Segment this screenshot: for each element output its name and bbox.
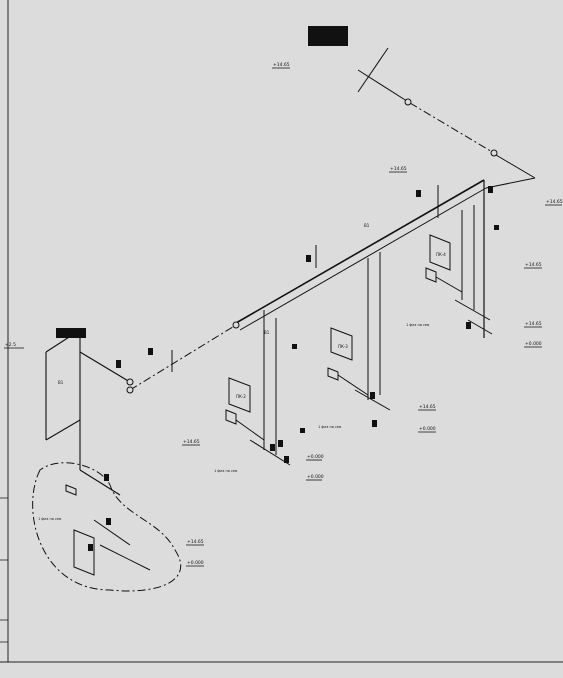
note-text: 1 фаз по сев — [214, 469, 237, 473]
elevation-label: +14.65 — [525, 321, 542, 327]
note-text: 1 фаз по сев — [406, 323, 429, 327]
main-pipe-run — [235, 154, 536, 338]
vertical-drops — [171, 185, 475, 455]
left-riser — [45, 329, 131, 496]
elevation-label: +0.000 — [307, 454, 324, 460]
pipe-label: В1 — [264, 330, 270, 335]
tag-blocks — [56, 26, 499, 551]
fixtures — [65, 234, 451, 576]
elevation-label: +14.65 — [273, 62, 290, 68]
branch-pipes — [93, 47, 493, 571]
elevation-label: +14.65 — [183, 439, 200, 445]
fixture-tag: ПК-3 — [338, 344, 348, 349]
elevation-label: +0.000 — [307, 474, 324, 480]
note-text: 1 фаз по сев — [38, 517, 61, 521]
dashdot-lines — [32, 102, 495, 592]
valves — [126, 98, 498, 394]
elevation-label: +14.65 — [546, 199, 563, 205]
pipe-label: В1 — [364, 223, 370, 228]
note-text: 1 фаз по сев — [318, 425, 341, 429]
pipe-label: В1 — [58, 380, 64, 385]
elevation-label: +0.000 — [525, 341, 542, 347]
fixture-tag: ПК-4 — [436, 252, 446, 257]
elevation-label: +2.5 — [5, 342, 16, 348]
elevation-label: +14.65 — [390, 166, 407, 172]
elevation-marks — [4, 67, 562, 567]
elevation-label: +14.65 — [525, 262, 542, 268]
elevation-label: +14.65 — [419, 404, 436, 410]
elevation-label: +14.65 — [187, 539, 204, 545]
fixture-tag: ПК-2 — [236, 394, 246, 399]
elevation-label: +0.000 — [419, 426, 436, 432]
elevation-label: +0.000 — [187, 560, 204, 566]
